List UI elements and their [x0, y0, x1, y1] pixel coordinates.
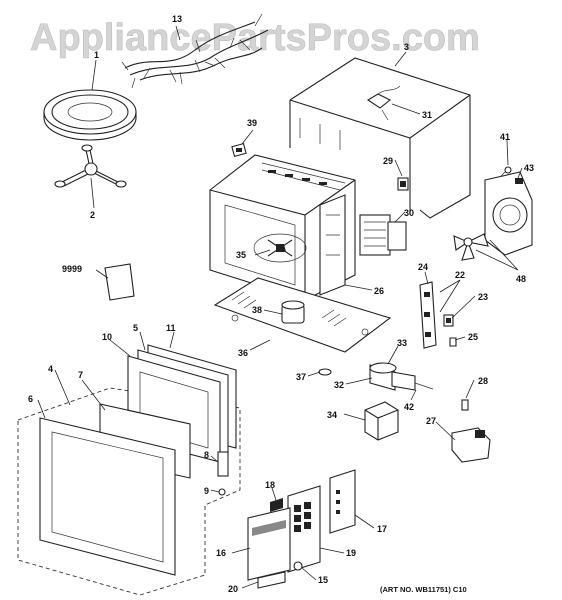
callout-2: 2: [90, 210, 95, 220]
callout-22: 22: [455, 270, 465, 280]
door-panel: [39, 417, 176, 576]
magnetron: [359, 214, 407, 256]
fan-blade-48: [453, 233, 489, 261]
callout-11: 11: [166, 323, 176, 333]
callout-36: 36: [238, 348, 248, 358]
door-latch: [217, 451, 229, 477]
callout-27: 27: [426, 416, 436, 426]
callout-25: 25: [468, 332, 478, 342]
latch-bracket: [419, 281, 437, 349]
callout-43: 43: [524, 163, 534, 173]
callout-33: 33: [397, 338, 407, 348]
fuse-29: [397, 177, 409, 191]
owner-manual: [104, 263, 135, 301]
callout-8: 8: [204, 450, 209, 460]
capacitor: [369, 362, 434, 391]
callout-20: 20: [228, 584, 238, 594]
callout-35: 35: [236, 250, 246, 260]
fan-motor-41: [500, 166, 512, 177]
callout-7: 7: [78, 370, 83, 380]
callout-16: 16: [216, 548, 226, 558]
callout-17: 17: [377, 524, 387, 534]
roller-support: [54, 144, 127, 188]
callout-1: 1: [94, 50, 99, 60]
callout-18: 18: [265, 480, 275, 490]
foot: [318, 368, 332, 376]
callout-42: 42: [404, 402, 414, 412]
control-panel-17: [329, 469, 356, 534]
side-bracket: [319, 194, 346, 296]
oven-cavity: [209, 154, 356, 301]
callout-48: 48: [516, 274, 526, 284]
callout-4: 4: [48, 364, 53, 374]
callout-32: 32: [334, 380, 344, 390]
lamp-27: [451, 427, 491, 463]
callout-6: 6: [28, 394, 33, 404]
callout-39: 39: [247, 118, 257, 128]
interlock-switch-23: [443, 314, 454, 327]
callout-38: 38: [252, 305, 262, 315]
art-number: (ART NO. WB11751) C10: [380, 585, 467, 594]
outer-case: [289, 57, 471, 219]
knob-15: [293, 561, 303, 571]
callout-41: 41: [500, 132, 510, 142]
turntable-motor: [281, 300, 305, 324]
callout-9: 9: [204, 486, 209, 496]
callout-24: 24: [418, 262, 428, 272]
control-frame-16: [247, 507, 291, 581]
switch-25: [449, 337, 457, 347]
hinge-20: [257, 571, 286, 589]
callout-26: 26: [374, 286, 384, 296]
callout-37: 37: [296, 372, 306, 382]
watermark: AppliancePartsPros.com: [30, 17, 480, 59]
diode: [461, 399, 469, 411]
callout-28: 28: [478, 376, 488, 386]
leader-lines: [37, 25, 523, 589]
callout-labels: 13 1 2 3 31 39 29 30 41 43 35 48 9999 24…: [28, 14, 534, 594]
callout-13: 13: [172, 14, 182, 24]
callout-30: 30: [404, 208, 414, 218]
callout-10: 10: [102, 332, 112, 342]
lamp-socket: [366, 85, 401, 121]
callout-23: 23: [478, 292, 488, 302]
callout-34: 34: [327, 410, 337, 420]
transformer: [364, 401, 399, 441]
turntable-tray: [43, 89, 137, 141]
callout-15: 15: [318, 575, 328, 585]
callout-31: 31: [422, 110, 432, 120]
callout-29: 29: [383, 156, 393, 166]
callout-3: 3: [404, 42, 409, 52]
screw: [218, 488, 226, 496]
callout-5: 5: [133, 323, 138, 333]
keypad-19: [287, 485, 321, 573]
callout-9999: 9999: [62, 264, 82, 274]
callout-19: 19: [346, 548, 356, 558]
display-window-18: [270, 498, 283, 512]
wire-harness: [121, 13, 269, 89]
door-switch-39: [231, 142, 247, 158]
